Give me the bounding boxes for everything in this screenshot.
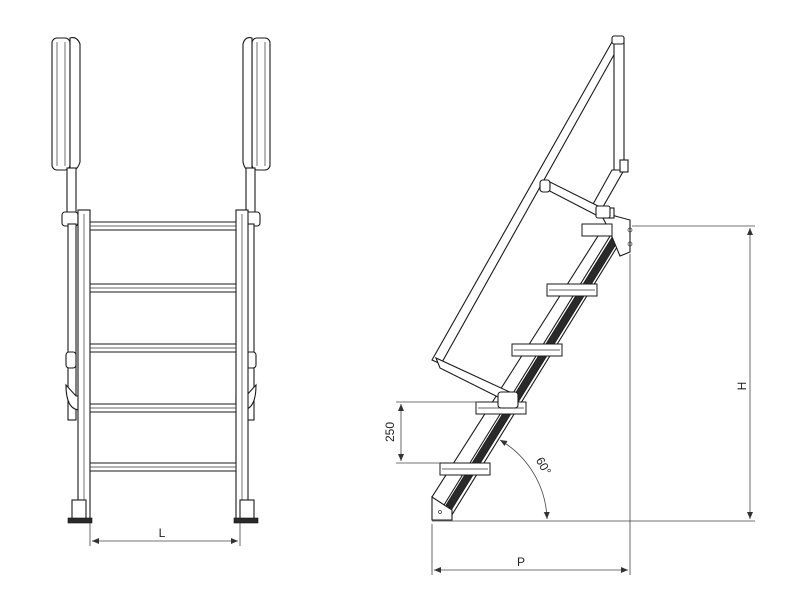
side-tread-1 (439, 462, 491, 476)
dimension-l: L (89, 523, 241, 546)
left-handrail (51, 37, 81, 227)
dimension-250-label: 250 (383, 422, 397, 442)
tread-3 (89, 343, 237, 353)
dimension-l-label: L (159, 526, 166, 540)
dimension-250: 250 (383, 401, 478, 464)
side-view: 60° 250 H P (383, 35, 755, 575)
dimension-p: P (431, 254, 631, 575)
front-treads (89, 221, 237, 472)
tread-4 (89, 403, 237, 413)
side-tread-5 (581, 223, 613, 237)
left-stringer (67, 209, 93, 524)
tread-5 (89, 462, 237, 472)
dimension-h-label: H (735, 382, 749, 391)
angle-indicator: 60° (499, 439, 554, 520)
angle-label: 60° (533, 455, 554, 478)
tread-2 (89, 283, 237, 293)
side-tread-3 (511, 343, 563, 357)
dimension-h: H (632, 225, 755, 519)
front-view: L (51, 37, 271, 546)
dimension-p-label: P (517, 555, 525, 569)
right-stringer (233, 209, 259, 524)
right-handrail (242, 37, 271, 227)
side-tread-4 (546, 283, 598, 297)
tread-1 (89, 221, 237, 231)
side-handrail (431, 35, 629, 409)
